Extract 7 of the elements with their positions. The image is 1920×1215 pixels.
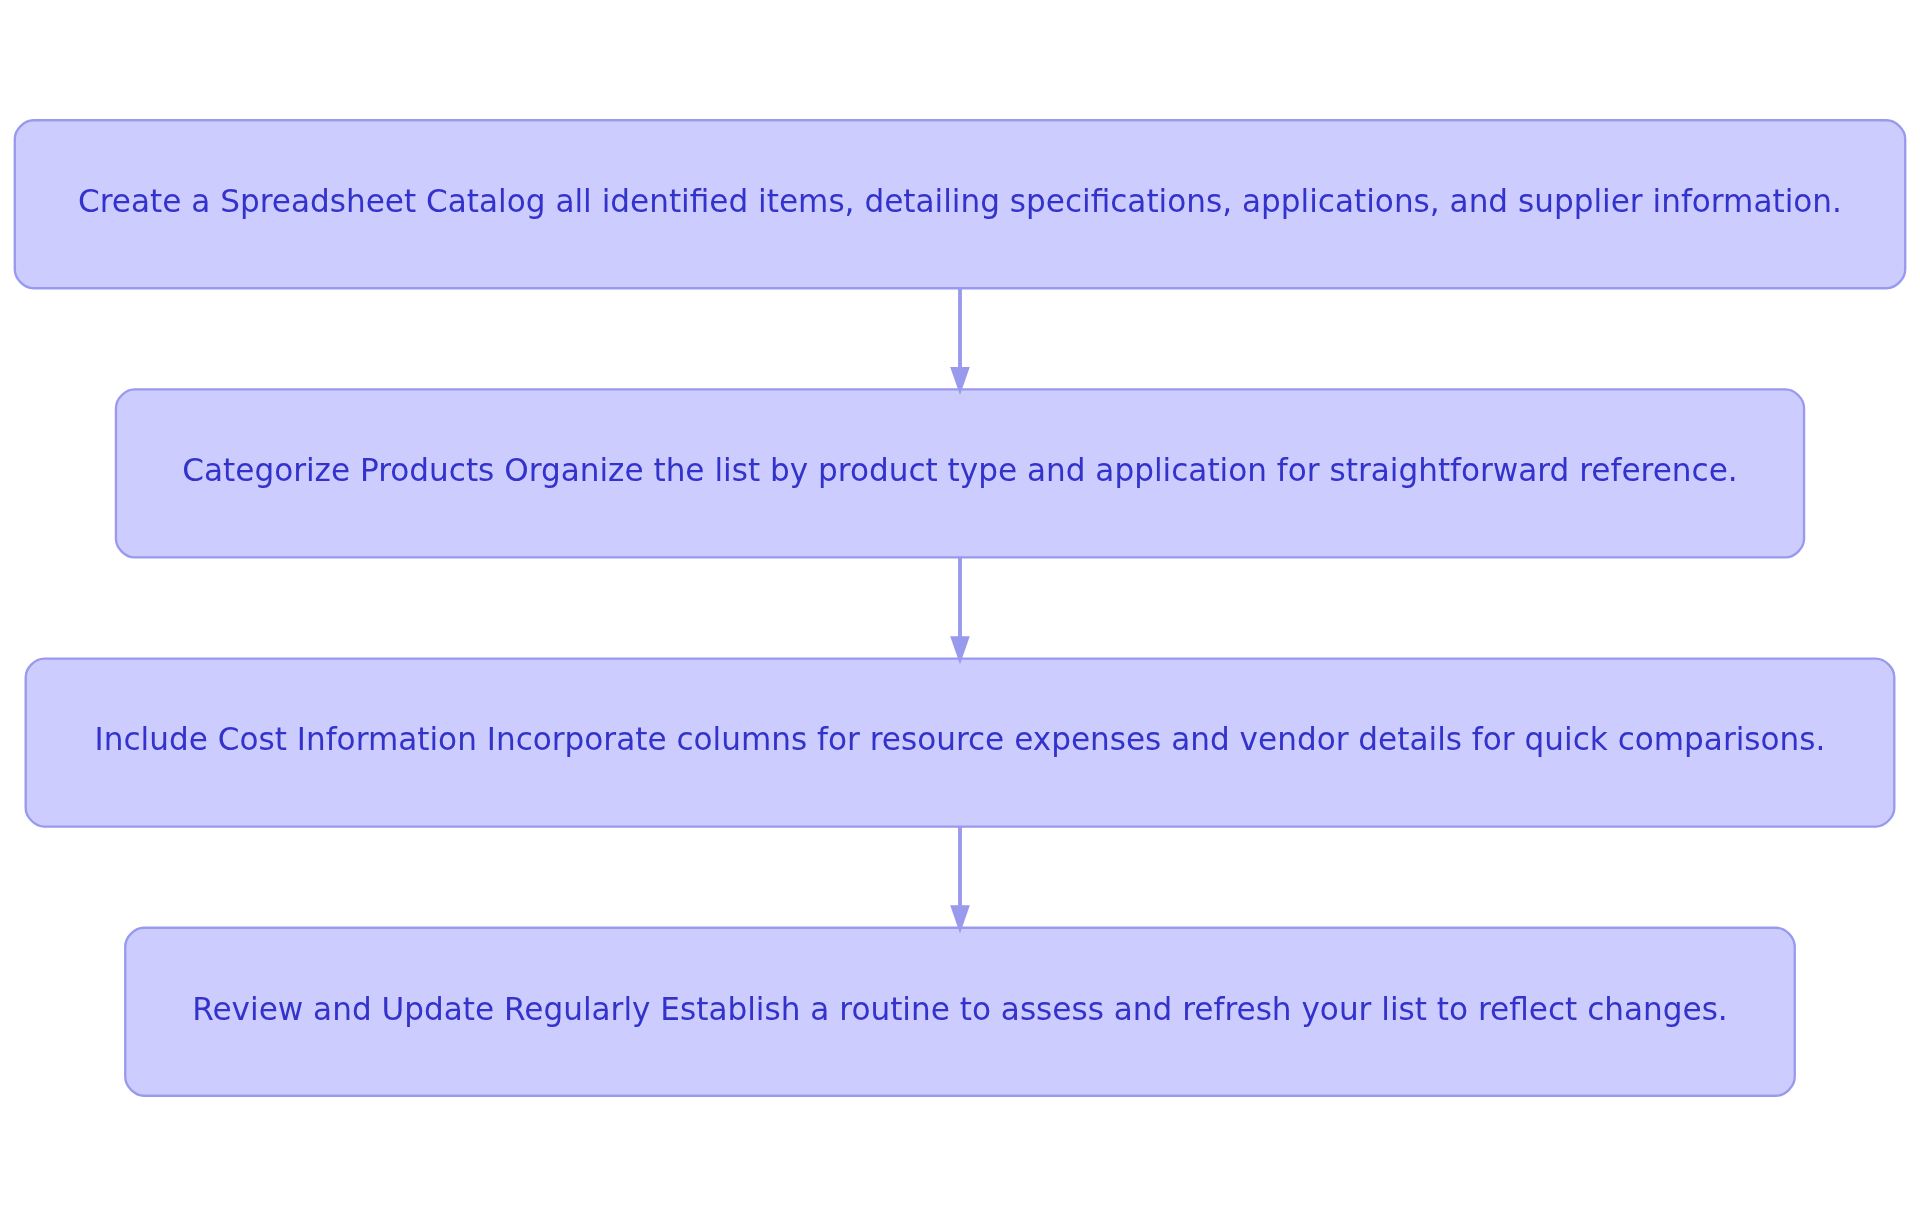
node-box: Review and Update Regularly Establish a routine to assess and refresh your list to reflect changes. — [124, 926, 1796, 1097]
node-box: Create a Spreadsheet Catalog all identified items, detailing specifications, applications, and supplier information. — [13, 118, 1907, 289]
arrow — [950, 557, 970, 664]
node-box: Include Cost Information Incorporate columns for resource expenses and vendor details for quick comparisons. — [24, 656, 1896, 828]
arrow — [950, 288, 970, 395]
arrow — [950, 826, 970, 933]
node-box: Categorize Products Organize the list by product type and application for straightforward reference. — [114, 387, 1806, 559]
